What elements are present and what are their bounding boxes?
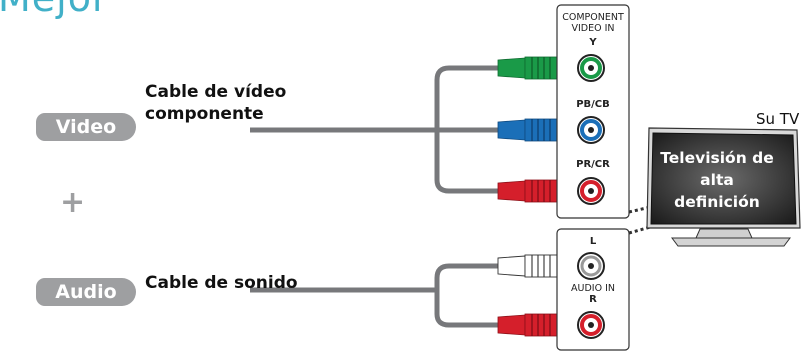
- jack-l-label: L: [589, 236, 597, 247]
- video-cable-label-line1: Cable de vídeo: [145, 82, 287, 102]
- tv-screen-line1: Televisión de: [660, 149, 774, 167]
- jack-pr: [577, 177, 605, 205]
- jack-pr-label: PR/CR: [576, 159, 610, 170]
- jack-pb-label: PB/CB: [576, 99, 610, 110]
- tv-set: [646, 127, 801, 247]
- component-header-line1: COMPONENT: [562, 12, 624, 23]
- video-cable-label: Cable de vídeo componente: [145, 81, 286, 125]
- audio-cable-label: Cable de sonido: [145, 273, 298, 293]
- audio-panel-header: AUDIO IN: [571, 283, 615, 294]
- component-panel-header: COMPONENT VIDEO IN: [557, 12, 629, 34]
- tv-screen-line3: definición: [674, 193, 760, 211]
- jack-y: [577, 54, 605, 82]
- jack-l: [577, 252, 605, 280]
- plus-sign: +: [60, 185, 86, 220]
- jack-y-label: Y: [589, 37, 597, 48]
- tv-label: Su TV: [756, 110, 800, 128]
- page-title: Mejor: [0, 0, 109, 20]
- component-header-line2: VIDEO IN: [571, 23, 615, 34]
- audio-panel: [556, 228, 630, 351]
- tv-screen-text: Televisión de alta definición: [654, 147, 780, 213]
- component-video-panel: [556, 4, 630, 219]
- video-pill: Video: [36, 113, 136, 141]
- tv-screen-line2: alta: [700, 171, 734, 189]
- video-cable-label-line2: componente: [145, 104, 264, 124]
- jack-pb: [577, 116, 605, 144]
- tv-connection-dots: [628, 204, 656, 235]
- audio-cable: [250, 263, 500, 328]
- jack-r: [577, 311, 605, 339]
- video-cable: [250, 65, 500, 194]
- jack-r-label: R: [589, 294, 597, 305]
- audio-pill: Audio: [36, 278, 136, 306]
